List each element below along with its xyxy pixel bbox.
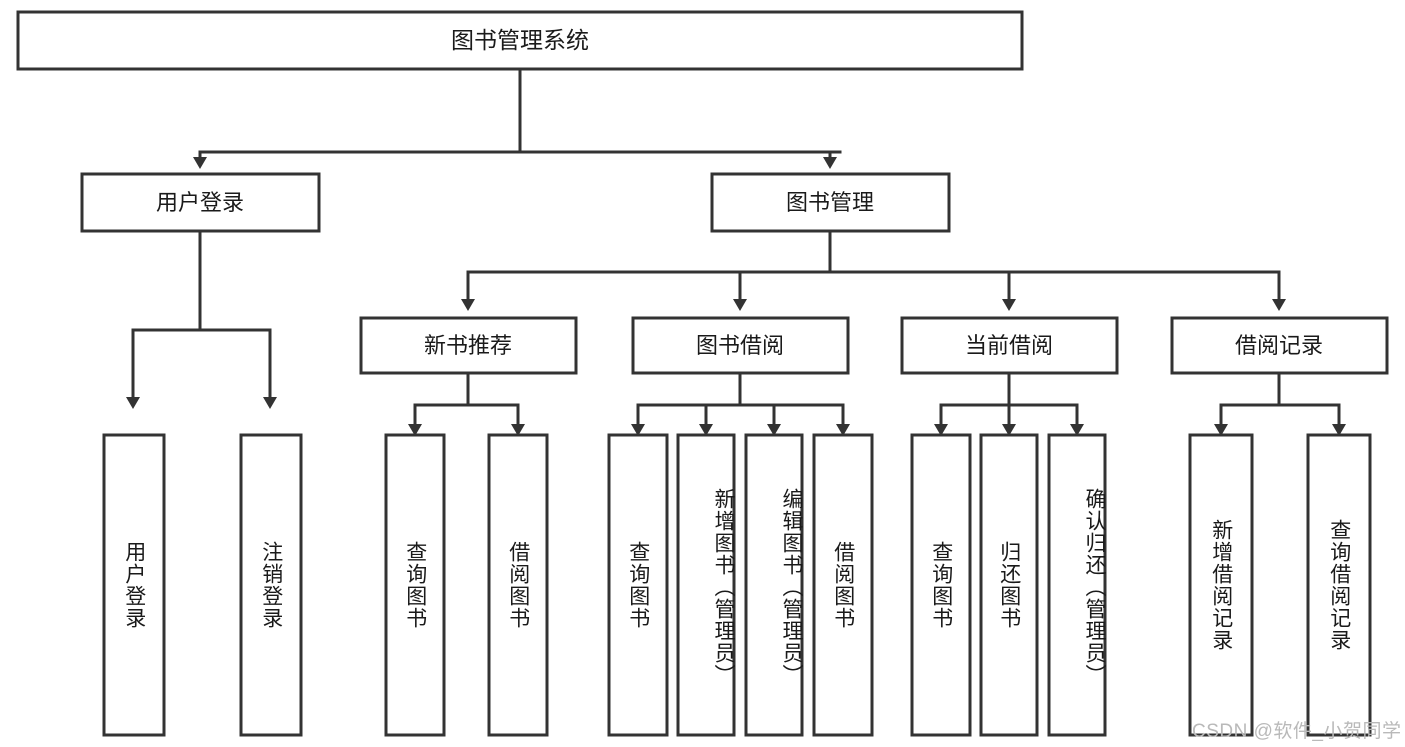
node-root-system[interactable]: 图书管理系统 (16, 10, 1024, 71)
connector-currentborrow-to-leaves (934, 371, 1084, 436)
node-current-borrow-label: 当前借阅 (965, 333, 1053, 358)
node-user-login-label: 用户登录 (156, 190, 244, 215)
node-user-login[interactable]: 用户登录 (80, 172, 321, 233)
node-borrow-record[interactable]: 借阅记录 (1170, 316, 1389, 375)
connector-root-to-level2 (193, 67, 842, 169)
leaf-node-borrow-book[interactable] (812, 433, 874, 737)
connector-newbook-to-leaves (408, 371, 525, 436)
leaf-node-return-book[interactable] (979, 433, 1039, 737)
connector-userlogin-to-leaves (126, 229, 277, 409)
leaf-node-query-book-borrow[interactable] (607, 433, 669, 737)
node-new-book-recommend-label: 新书推荐 (424, 333, 512, 358)
node-borrow-record-label: 借阅记录 (1235, 333, 1323, 358)
node-book-borrow-label: 图书借阅 (696, 333, 784, 358)
connector-bookborrow-to-leaves (631, 371, 850, 436)
leaf-node-query-borrow-record[interactable] (1306, 433, 1372, 737)
leaf-node-logout[interactable] (239, 433, 303, 737)
connector-bookmgmt-to-level3 (461, 229, 1286, 311)
leaf-node-query-book-recommend[interactable] (384, 433, 446, 737)
node-current-borrow[interactable]: 当前借阅 (900, 316, 1119, 375)
node-book-management-label: 图书管理 (786, 190, 874, 215)
csdn-watermark: CSDN @软件_小贺同学 (1192, 721, 1402, 742)
leaf-node-confirm-return-admin[interactable] (1047, 433, 1107, 737)
leaf-node-edit-book-admin[interactable] (744, 433, 804, 737)
node-book-management[interactable]: 图书管理 (710, 172, 951, 233)
node-root-label: 图书管理系统 (451, 27, 589, 53)
leaf-node-add-borrow-record[interactable] (1188, 433, 1254, 737)
node-book-borrow[interactable]: 图书借阅 (631, 316, 850, 375)
leaf-node-add-book-admin[interactable] (676, 433, 736, 737)
leaf-node-user-login[interactable] (102, 433, 166, 737)
leaf-node-query-book-current[interactable] (910, 433, 972, 737)
leaf-node-borrow-book-recommend[interactable] (487, 433, 549, 737)
connector-borrowrecord-to-leaves (1214, 371, 1346, 436)
node-new-book-recommend[interactable]: 新书推荐 (359, 316, 578, 375)
